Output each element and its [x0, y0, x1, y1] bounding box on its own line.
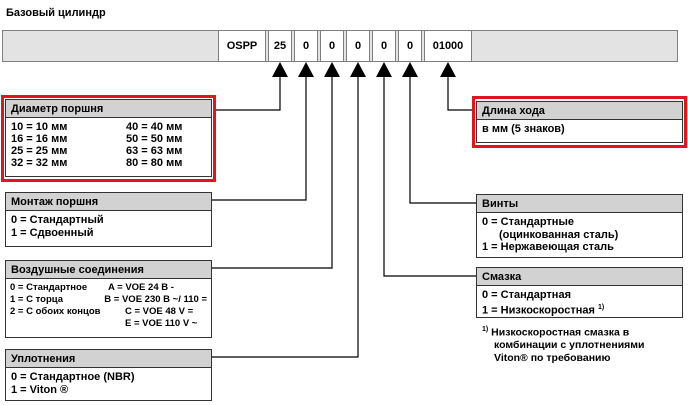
code-cell-series: OSPP — [218, 31, 266, 61]
box-stroke-length: Длина хода в мм (5 знаков) — [476, 101, 683, 143]
arrow-air — [324, 62, 340, 77]
line-diameter — [216, 77, 281, 111]
footnote-line: Viton® по требованию — [494, 351, 611, 364]
code-cell-diameter: 25 — [268, 31, 292, 61]
box-screws: Винты 0 = Стандартные (оцинкованная стал… — [476, 194, 683, 258]
arrow-diameter — [272, 62, 288, 77]
line-lube — [383, 77, 476, 277]
line-stroke — [447, 77, 474, 111]
list-item: 1 = Сдвоенный — [11, 226, 94, 239]
line-air — [212, 77, 333, 269]
box-title: Уплотнения — [6, 350, 211, 368]
arrow-stroke — [440, 62, 456, 77]
code-cell-seals: 0 — [346, 31, 370, 61]
arrow-lube — [376, 62, 392, 77]
line-mount — [212, 77, 307, 201]
box-title: Винты — [477, 195, 682, 213]
list-item: 0 = Стандартный — [11, 214, 104, 226]
code-cell-screws: 0 — [398, 31, 422, 61]
box-title: Диаметр поршня — [6, 100, 211, 118]
code-cell-mount: 0 — [294, 31, 318, 61]
box-title: Воздушные соединения — [6, 261, 211, 279]
list-item: 1 = Viton ® — [11, 383, 69, 396]
arrow-mount — [298, 62, 314, 77]
list-item: (оцинкованная сталь) — [499, 228, 619, 241]
footnote-mark: 1) — [597, 303, 605, 311]
box-title: Монтаж поршня — [6, 193, 211, 211]
list-item: в мм (5 знаков) — [482, 123, 565, 135]
footnote-line: комбинации с уплотнениями — [494, 339, 645, 351]
list-item: 0 = Стандартная — [482, 289, 571, 301]
list-item: 1 = Нержавеющая сталь — [482, 241, 614, 253]
line-screws — [409, 77, 476, 204]
box-title: Смазка — [477, 268, 682, 286]
list-item: 0 = Стандартные — [482, 216, 574, 228]
code-cell-lube: 0 — [372, 31, 396, 61]
box-seals: Уплотнения 0 = Стандартное (NBR) 1 = Vit… — [5, 349, 212, 401]
list-item: 0 = Стандартное (NBR) — [11, 371, 135, 383]
code-cell-stroke: 01000 — [424, 31, 472, 61]
highlight-frame — [1, 95, 216, 182]
footnote: 1) Низкоскоростная смазка в комбинации с… — [482, 326, 645, 364]
highlight-frame — [472, 96, 687, 148]
list-item: E = VOE 110 V ~ — [125, 318, 198, 329]
box-piston-mount: Монтаж поршня 0 = Стандартный 1 = Сдвоен… — [5, 192, 212, 247]
arrow-seals — [350, 62, 366, 77]
box-lubrication: Смазка 0 = Стандартная 1 = Низкоскоростн… — [476, 267, 683, 318]
code-cell-air: 0 — [320, 31, 344, 61]
line-seals — [212, 77, 359, 358]
page-title: Базовый цилиндр — [6, 7, 106, 19]
footnote-mark: 1) — [482, 326, 489, 333]
arrow-screws — [402, 62, 418, 77]
box-title: Длина хода — [477, 102, 682, 120]
